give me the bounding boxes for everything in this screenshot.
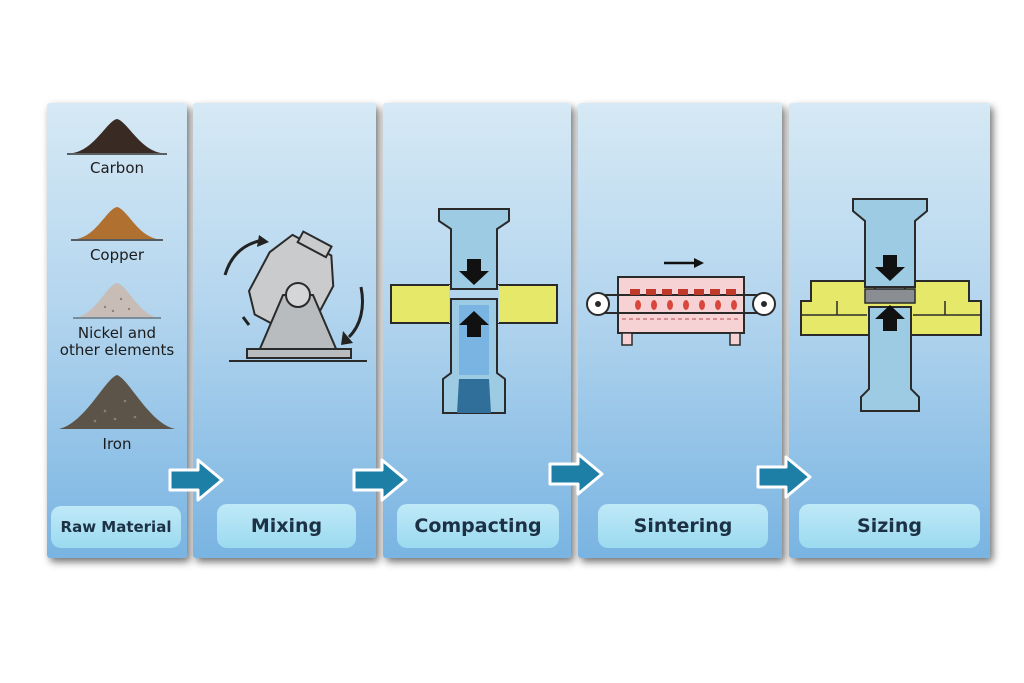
raw-material-panel: Carbon Copper Nickel and other elements …	[47, 103, 187, 558]
sintering-furnace-icon	[586, 258, 776, 346]
mixing-panel: Mixing	[193, 103, 376, 558]
copper-label: Copper	[89, 246, 145, 264]
raw-material-label: Raw Material	[51, 506, 181, 548]
compacting-panel: Compacting	[383, 103, 571, 558]
sintering-label: Sintering	[598, 504, 768, 548]
flow-arrow-icon-4	[756, 455, 812, 499]
flow-arrow-icon-1	[168, 458, 224, 502]
flow-arrow-icon-3	[548, 452, 604, 496]
down-arrow-icon	[459, 259, 489, 285]
mixer-machine-icon	[223, 230, 367, 362]
nickel-label-line1: Nickel and	[77, 324, 157, 342]
nickel-label: Nickel and other elements	[47, 325, 187, 359]
up-arrow-icon	[459, 311, 489, 337]
rotation-arrow-icon	[257, 235, 269, 247]
conveyor-arrow-icon	[694, 258, 704, 268]
copper-pile-icon	[71, 207, 163, 241]
sizing-panel: Sizing	[789, 103, 990, 558]
nickel-label-line2: other elements	[59, 341, 175, 359]
sizing-up-arrow-icon	[875, 305, 905, 331]
carbon-label: Carbon	[89, 159, 145, 177]
sintering-panel: Sintering	[578, 103, 782, 558]
nickel-pile-icon	[73, 283, 161, 319]
flow-arrow-icon-2	[352, 458, 408, 502]
mixing-label: Mixing	[217, 504, 356, 548]
compacting-label: Compacting	[397, 504, 559, 548]
rotation-arrow-icon-2	[341, 331, 353, 345]
sizing-press-icon	[800, 198, 982, 412]
iron-pile-icon	[59, 375, 175, 429]
compacting-press-icon	[390, 208, 558, 414]
sizing-label: Sizing	[799, 504, 980, 548]
carbon-pile-icon	[67, 119, 167, 155]
sizing-down-arrow-icon	[875, 255, 905, 281]
iron-label: Iron	[102, 435, 132, 453]
